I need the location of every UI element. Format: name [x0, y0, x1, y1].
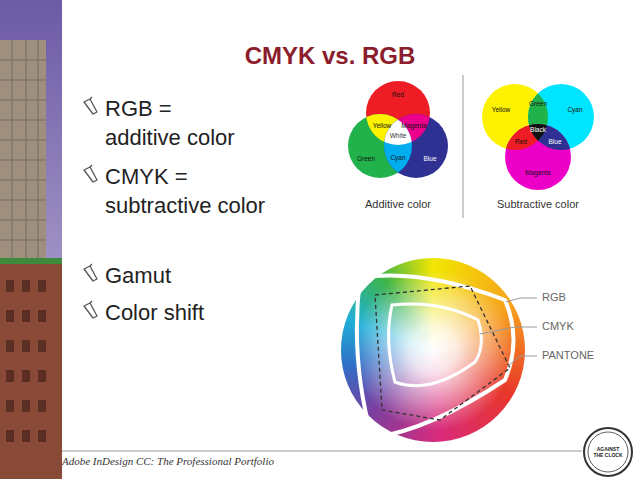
- color-label: Black: [530, 126, 546, 134]
- color-label: Blue: [548, 138, 561, 146]
- diagram-caption: Additive color: [365, 198, 431, 211]
- bullet-text: Color shift: [105, 298, 204, 327]
- color-label: Yellow: [492, 106, 511, 114]
- color-label: Green: [529, 100, 547, 108]
- color-label: White: [390, 132, 407, 140]
- bullet-text: RGB = additive color: [105, 94, 245, 152]
- bullet-text: Gamut: [105, 261, 171, 290]
- color-label: Cyan: [567, 106, 582, 114]
- color-label: Blue: [423, 155, 436, 163]
- footer-text: Adobe InDesign CC: The Professional Port…: [62, 455, 274, 468]
- gamut-label: RGB: [542, 291, 566, 304]
- color-label: Cyan: [390, 154, 405, 162]
- color-label: Green: [357, 155, 375, 163]
- city-photo: [0, 0, 62, 479]
- gamut-label: CMYK: [542, 320, 574, 333]
- diagram-caption: Subtractive color: [497, 198, 579, 211]
- color-label: Magenta: [525, 169, 550, 177]
- gamut-label: PANTONE: [542, 349, 594, 362]
- logo-text: AGAINST THE CLOCK: [593, 446, 623, 458]
- color-label: Red: [515, 138, 527, 146]
- color-wheel: [341, 258, 525, 442]
- color-label: Magenta: [401, 122, 426, 130]
- color-label: Yellow: [373, 122, 392, 130]
- bullet-text: CMYK = subtractive color: [105, 162, 281, 220]
- slide-title: CMYK vs. RGB: [245, 42, 416, 71]
- color-label: Red: [392, 91, 404, 99]
